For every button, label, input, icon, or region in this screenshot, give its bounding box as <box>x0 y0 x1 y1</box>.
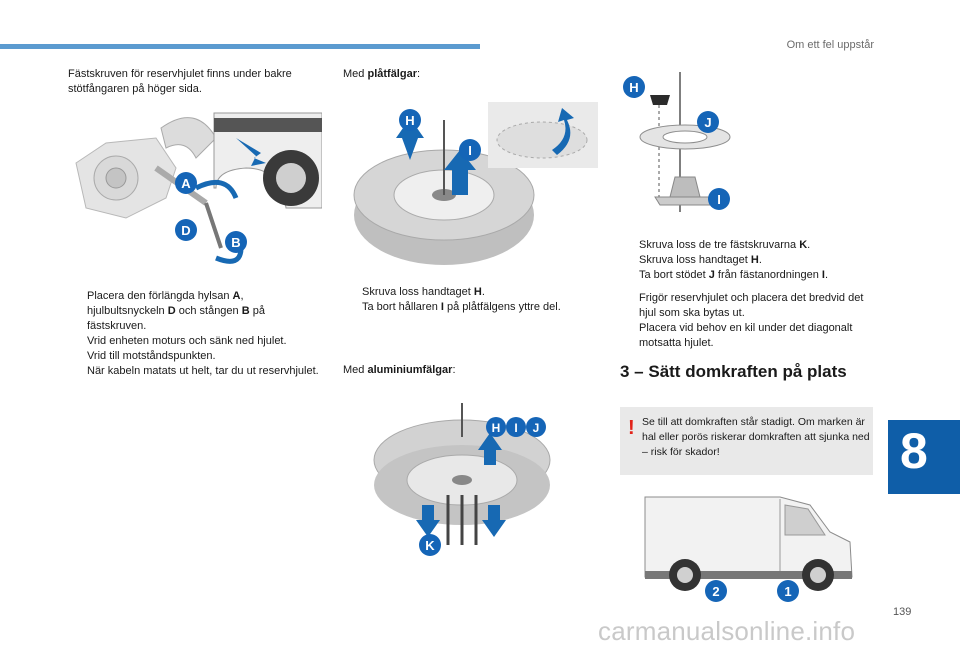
callout-K-alu: K <box>419 534 441 556</box>
svg-text:H: H <box>629 80 638 95</box>
van-jack-points-illustration: 2 1 <box>640 487 870 605</box>
col1-steps: Placera den förlängda hylsan A, hjulbult… <box>68 289 323 379</box>
van-side <box>644 496 853 591</box>
callout-H: H <box>399 109 421 131</box>
list-item: Vrid enheten moturs och sänk ned hjulet. <box>87 335 287 347</box>
tyre-alu <box>373 419 551 525</box>
callout-I-part: I <box>708 188 730 210</box>
spare-wheel-winch-illustration: A D B <box>66 108 322 276</box>
warning-icon: ! <box>628 417 635 439</box>
list-item: Placera vid behov en kil under det diago… <box>639 322 853 349</box>
callout-I: I <box>459 139 481 161</box>
svg-text:I: I <box>514 421 517 435</box>
list-item: Skruva loss de tre fästskruvarna K. <box>639 239 811 251</box>
page-number: 139 <box>893 606 912 618</box>
alu-rim-illustration: H I J K <box>370 395 556 563</box>
chapter-tab <box>888 420 960 494</box>
inset-detail <box>488 102 598 168</box>
col3-steps-b: Frigör reservhjulet och placera det bred… <box>620 291 875 351</box>
warning-box: ! Se till att domkraften står stadigt. O… <box>620 407 873 475</box>
callout-1: 1 <box>777 580 799 602</box>
svg-text:H: H <box>492 421 501 435</box>
watermark: carmanualsonline.info <box>598 616 856 646</box>
callout-H-part: H <box>623 76 645 98</box>
alu-rims-heading: Med aluminiumfälgar: <box>343 364 456 376</box>
svg-text:B: B <box>231 235 240 250</box>
intro-text: Fästskruven för reservhjulet finns under… <box>68 68 292 95</box>
callout-2: 2 <box>705 580 727 602</box>
chapter-title: Om ett fel uppstår <box>786 39 874 51</box>
callout-B: B <box>225 231 247 253</box>
callout-I-alu: I <box>506 417 526 437</box>
list-item: Ta bort stödet J från fästanordningen I. <box>639 269 828 281</box>
col3-steps-a: Skruva loss de tre fästskruvarna K. Skru… <box>620 238 875 283</box>
warning-text: Se till att domkraften står stadigt. Om … <box>642 416 870 458</box>
list-item: Skruva loss handtaget H. <box>639 254 762 266</box>
callout-H-alu: H <box>486 417 506 437</box>
list-item: Placera den förlängda hylsan A, hjulbult… <box>87 290 265 332</box>
svg-text:K: K <box>425 538 435 553</box>
callout-D: D <box>175 219 197 241</box>
winch-mechanism <box>75 117 223 249</box>
list-item: Skruva loss handtaget H. <box>362 286 485 298</box>
svg-text:H: H <box>405 113 414 128</box>
svg-text:J: J <box>704 115 711 130</box>
list-item: Vrid till motståndspunkten. <box>87 350 216 362</box>
callout-A: A <box>175 172 197 194</box>
svg-text:J: J <box>533 421 540 435</box>
callout-J-alu: J <box>526 417 546 437</box>
svg-text:A: A <box>181 176 191 191</box>
steel-rims-heading: Med plåtfälgar: <box>343 68 421 80</box>
svg-text:1: 1 <box>784 584 791 599</box>
steel-rim-illustration: H I <box>352 100 598 270</box>
callout-J-part: J <box>697 111 719 133</box>
svg-text:I: I <box>468 143 472 158</box>
chapter-number: 8 <box>900 423 928 479</box>
svg-text:I: I <box>717 192 721 207</box>
fixing-parts-illustration: H J I <box>615 67 735 217</box>
svg-text:D: D <box>181 223 190 238</box>
section-title: 3 – Sätt domkraften på plats <box>620 362 847 381</box>
col2-steps: Skruva loss handtaget H. Ta bort hållare… <box>343 285 593 315</box>
header-accent-bar <box>0 44 480 49</box>
list-item: Ta bort hållaren I på plåtfälgens yttre … <box>362 301 561 313</box>
list-item: När kabeln matats ut helt, tar du ut res… <box>87 365 319 377</box>
list-item: Frigör reservhjulet och placera det bred… <box>639 292 864 319</box>
van-bumper <box>213 112 322 209</box>
svg-text:2: 2 <box>712 584 719 599</box>
